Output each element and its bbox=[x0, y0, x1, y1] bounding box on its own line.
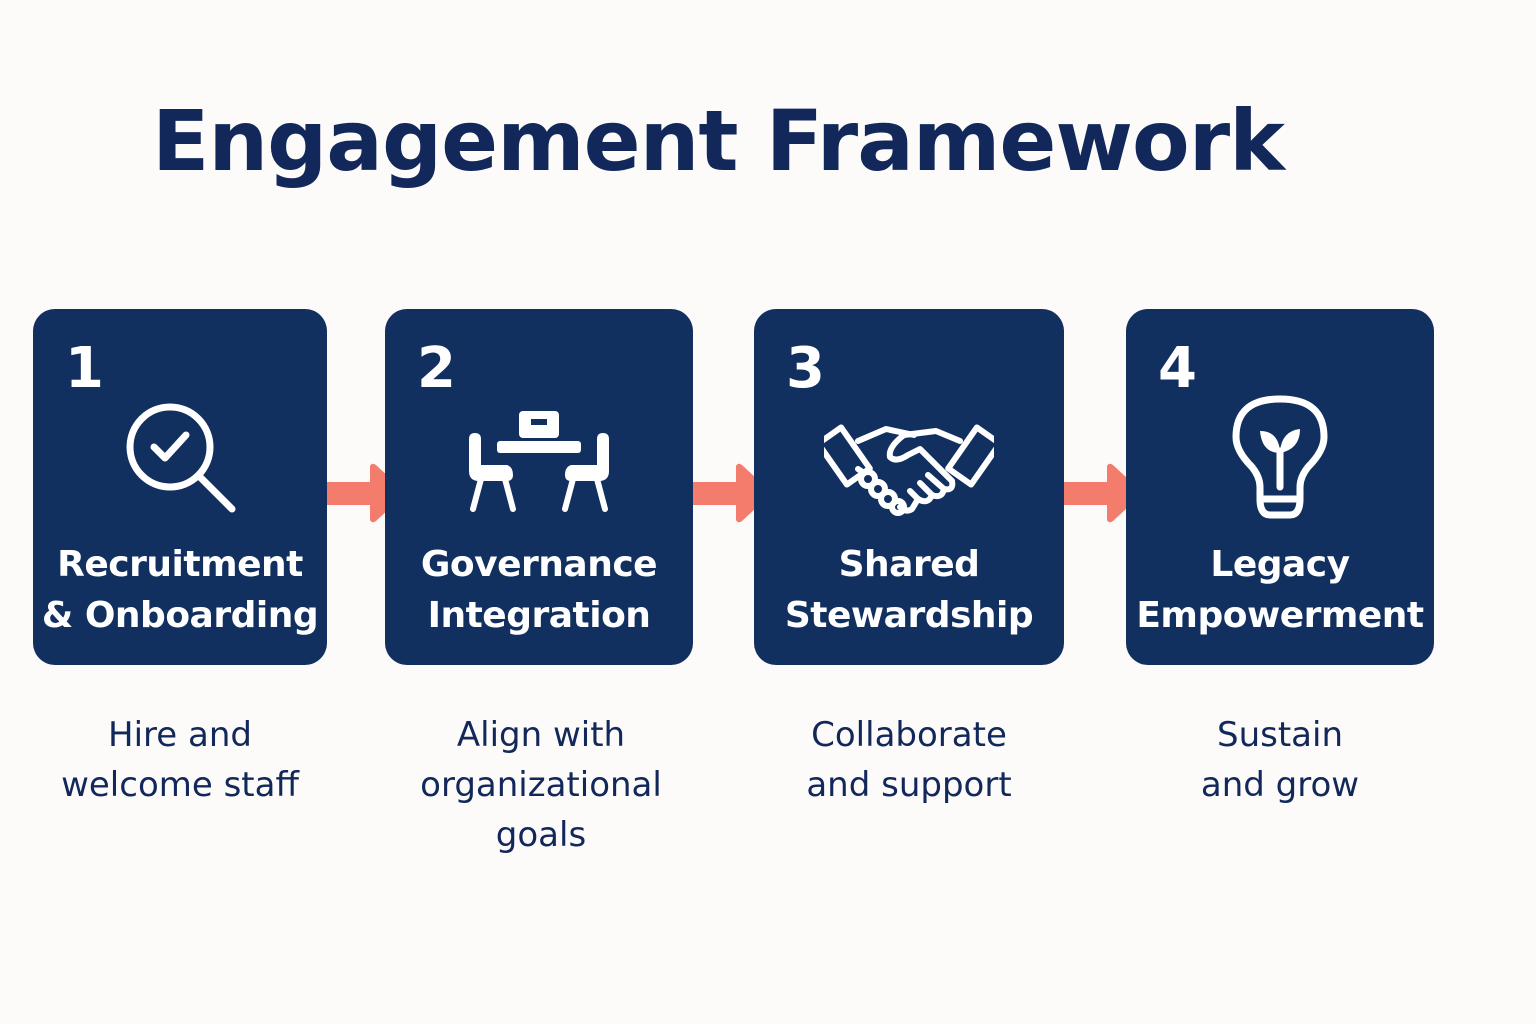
step-title-line2: Stewardship bbox=[784, 595, 1034, 636]
handshake-icon bbox=[824, 424, 994, 516]
description-line2: and grow bbox=[1200, 765, 1360, 805]
step-card-stewardship: 3 Shared Stewardship bbox=[754, 309, 1064, 665]
lightbulb-sprout-icon bbox=[1232, 395, 1328, 519]
step-number: 4 bbox=[1158, 336, 1197, 401]
step-title-line2: Integration bbox=[427, 595, 651, 636]
step-title-line2: & Onboarding bbox=[41, 595, 319, 636]
description-line1: Hire and bbox=[108, 715, 252, 755]
description-line1: Sustain bbox=[1216, 715, 1343, 755]
step-number: 2 bbox=[417, 336, 456, 401]
step-title-line2: Empowerment bbox=[1136, 595, 1424, 636]
description-line2: and support bbox=[806, 765, 1012, 805]
description-line1: Collaborate bbox=[811, 715, 1007, 755]
step-card-legacy: 4 Legacy Empowerment bbox=[1126, 309, 1434, 665]
description-line1: Align with bbox=[456, 715, 626, 755]
step-description: Align with organizational goals bbox=[385, 710, 697, 860]
meeting-table-icon bbox=[469, 411, 609, 512]
description-line3: goals bbox=[495, 815, 587, 855]
page-title: Engagement Framework bbox=[151, 92, 1285, 190]
step-description: Sustain and grow bbox=[1126, 710, 1434, 810]
step-title-line1: Legacy bbox=[1210, 544, 1350, 585]
step-description: Collaborate and support bbox=[754, 710, 1064, 810]
arrow-right-icon bbox=[1063, 463, 1142, 523]
arrow-right-icon bbox=[692, 463, 771, 523]
step-title-line1: Governance bbox=[420, 544, 658, 585]
description-line2: welcome staff bbox=[61, 765, 299, 805]
step-card-recruitment: 1 Recruitment & Onboarding bbox=[33, 309, 327, 665]
step-title-line1: Recruitment bbox=[57, 544, 303, 585]
step-title-line1: Shared bbox=[838, 544, 980, 585]
magnifier-check-icon bbox=[126, 403, 236, 513]
step-description: Hire and welcome staff bbox=[33, 710, 327, 810]
step-card-governance: 2 Governance Integration bbox=[385, 309, 693, 665]
step-number: 3 bbox=[786, 336, 825, 401]
step-number: 1 bbox=[65, 336, 104, 401]
description-line2: organizational bbox=[420, 765, 662, 805]
